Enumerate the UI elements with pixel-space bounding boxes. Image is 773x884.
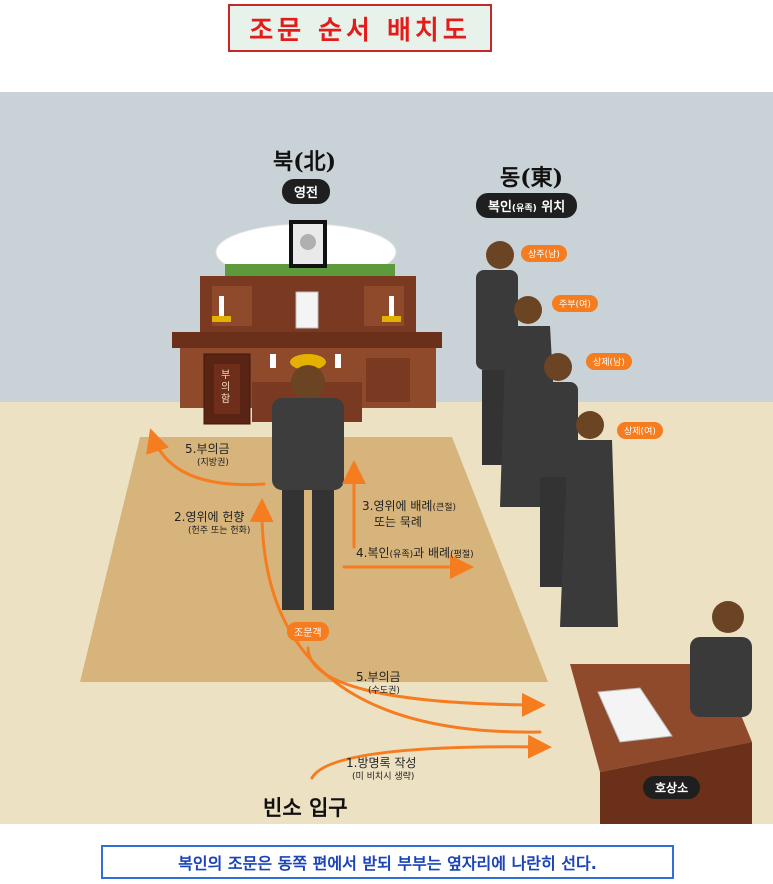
north-badge: 영전 <box>282 179 330 204</box>
visitor-body <box>272 398 344 490</box>
step5a-label: 5.부의금 (지방권) <box>185 442 230 468</box>
funeral-hall-diagram: 북(北) 영전 동(東) 복인(유족) 위치 상주(남) 주부(여) 상제(남)… <box>0 92 773 824</box>
step2-label: 2.영위에 헌향 (헌주 또는 헌화) <box>174 510 251 536</box>
badge-mourner-male: 상제(남) <box>586 353 632 370</box>
arrow-step5b <box>306 646 546 717</box>
badge-chief-male: 상주(남) <box>521 245 567 262</box>
step1-label: 1.방명록 작성 (미 비치시 생략) <box>346 756 417 782</box>
entrance-label: 빈소 입구 <box>263 796 348 820</box>
mourner-chief-male <box>476 241 518 465</box>
incense-burner <box>290 354 326 370</box>
visitor-badge: 조문객 <box>287 622 329 641</box>
step3-label: 3.영위에 배례(큰절) 또는 묵례 <box>362 499 457 529</box>
scene-illustration <box>0 92 773 824</box>
condolence-box-label: 부 의 함 <box>221 370 231 405</box>
footer-note: 복인의 조문은 동쪽 편에서 받되 부부는 옆자리에 나란히 선다. <box>101 845 674 879</box>
reception-person <box>690 601 752 717</box>
badge-chief-female: 주부(여) <box>552 295 598 312</box>
north-label: 북(北) <box>273 149 337 175</box>
step4-label: 4.복인(유족)과 배례(평절) <box>356 546 474 560</box>
reception-badge: 호상소 <box>643 776 701 799</box>
altar-ledge <box>172 332 442 348</box>
page-title: 조문 순서 배치도 <box>228 4 492 52</box>
mourner-female <box>560 411 618 627</box>
arrow-step1 <box>310 734 552 780</box>
badge-mourner-female: 상제(여) <box>617 422 663 439</box>
step5b-label: 5.부의금 (수도권) <box>356 670 401 696</box>
east-label: 동(東) <box>500 165 564 191</box>
visitor-head <box>291 365 325 399</box>
flower-base <box>225 264 395 276</box>
arrow-step5a <box>146 428 266 487</box>
memorial-tablet <box>295 291 319 329</box>
east-badge: 복인(유족) 위치 <box>476 193 578 218</box>
guest-book <box>597 687 673 743</box>
